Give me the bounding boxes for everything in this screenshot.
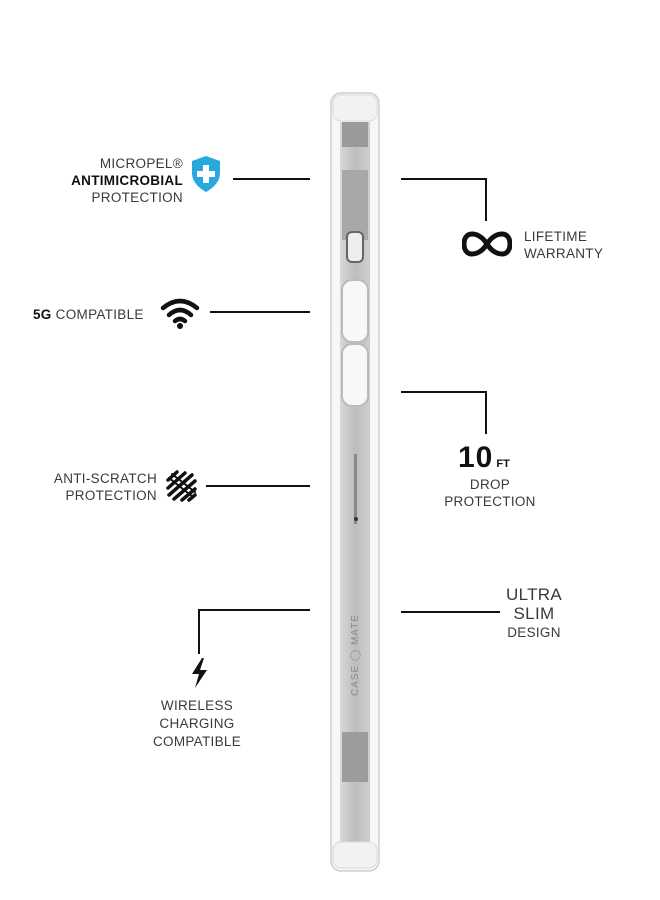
- five-g-connector: [210, 311, 310, 313]
- five-g-label: 5G COMPATIBLE: [33, 307, 144, 322]
- lifetime-connector-h: [401, 178, 487, 180]
- lifetime-label: LIFETIME WARRANTY: [524, 229, 604, 261]
- svg-text:CASE ◯ MATE: CASE ◯ MATE: [350, 614, 361, 696]
- anti-scratch-label: ANTI-SCRATCH PROTECTION: [53, 471, 157, 503]
- wifi-icon: [160, 298, 200, 329]
- lifetime-connector-v: [485, 178, 487, 221]
- antimicrobial-connector: [233, 178, 310, 180]
- phone-side-view: CASE ◯ MATE: [330, 92, 380, 872]
- slim-label: ULTRA SLIM DESIGN: [506, 585, 562, 640]
- scratch-icon: [166, 470, 197, 502]
- shield-plus-icon: [192, 156, 220, 192]
- lightning-icon: [192, 658, 207, 688]
- slim-connector: [401, 611, 500, 613]
- infinity-icon: [462, 231, 512, 257]
- wireless-label: WIRELESS CHARGING COMPATIBLE: [152, 698, 241, 749]
- wireless-connector-h: [198, 609, 310, 611]
- drop-connector-v: [485, 391, 487, 434]
- drop-connector-h: [401, 391, 487, 393]
- anti-scratch-connector: [206, 485, 310, 487]
- wireless-connector-v: [198, 609, 200, 654]
- antimicrobial-label: MICROPEL® ANTIMICROBIAL PROTECTION: [71, 156, 183, 205]
- drop-label: DROP PROTECTION: [444, 477, 536, 509]
- brand-logo-text: CASE: [350, 665, 361, 696]
